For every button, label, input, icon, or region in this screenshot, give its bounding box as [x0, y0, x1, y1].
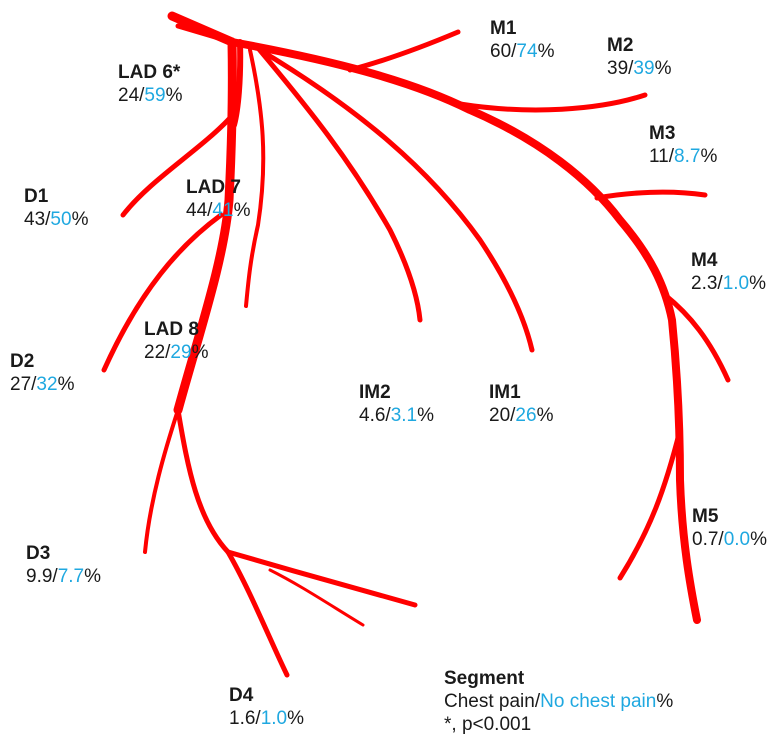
legend-chest-pain: Chest pain: [444, 691, 535, 712]
no-chest-pain-value: 50: [50, 209, 72, 230]
segment-name: M2: [607, 35, 634, 56]
vessel-im2: [255, 45, 423, 323]
percent-unit: %: [165, 85, 183, 106]
no-chest-pain-value: 39: [633, 58, 655, 79]
chest-pain-value: 43: [24, 209, 46, 230]
chest-pain-value: 24: [118, 85, 140, 106]
percent-unit: %: [654, 58, 672, 79]
legend-no-chest-pain: No chest pain: [540, 691, 657, 712]
vessel-origin-strand: [175, 23, 235, 45]
segment-label-m1: M1 60/74%: [490, 18, 555, 62]
chest-pain-value: 44: [186, 200, 208, 221]
segment-label-lad6: LAD 6* 24/59%: [118, 62, 183, 106]
chest-pain-value: 1.6: [229, 708, 256, 729]
vessel-lad7-branch: [244, 48, 266, 308]
segment-label-d2: D2 27/32%: [10, 351, 75, 395]
legend-unit: %: [656, 691, 674, 712]
segment-label-m4: M4 2.3/1.0%: [691, 250, 767, 294]
segment-label-m2: M2 39/39%: [607, 35, 672, 79]
vessel-circumflex: [228, 38, 701, 624]
chest-pain-value: 39: [607, 58, 629, 79]
vessel-m4: [662, 292, 731, 383]
no-chest-pain-value: 29: [170, 342, 192, 363]
percent-unit: %: [700, 146, 718, 167]
segment-label-lad7: LAD 7 44/41%: [186, 177, 251, 221]
vessel-lad-lower: [175, 407, 290, 678]
chest-pain-value: 20: [489, 405, 511, 426]
percent-unit: %: [749, 273, 767, 294]
no-chest-pain-value: 26: [515, 405, 537, 426]
segment-label-d3: D3 9.9/7.7%: [26, 543, 102, 587]
vessel-d4-branch: [268, 568, 365, 627]
segment-label-d4: D4 1.6/1.0%: [229, 685, 305, 729]
no-chest-pain-value: 3.1: [390, 405, 418, 426]
segment-name: M4: [691, 250, 718, 271]
percent-unit: %: [233, 200, 251, 221]
segment-name: D4: [229, 685, 254, 706]
segment-label-m5: M5 0.7/0.0%: [692, 506, 768, 550]
legend-title: Segment: [444, 668, 525, 689]
percent-unit: %: [537, 41, 555, 62]
segment-label-im1: IM1 20/26%: [489, 382, 554, 426]
no-chest-pain-value: 1.0: [260, 708, 288, 729]
segment-name: M1: [490, 18, 517, 39]
no-chest-pain-value: 0.0: [723, 529, 751, 550]
vessel-m5: [617, 427, 683, 581]
percent-unit: %: [71, 209, 89, 230]
segment-name: IM1: [489, 382, 521, 403]
percent-unit: %: [287, 708, 305, 729]
vessel-d2: [101, 212, 224, 373]
legend: Segment Chest pain/No chest pain% *, p<0…: [444, 668, 674, 735]
chest-pain-value: 11: [649, 146, 669, 167]
vessel-m1: [347, 29, 461, 73]
no-chest-pain-value: 32: [36, 374, 58, 395]
vessel-lad-upper-strand: [231, 39, 244, 128]
chest-pain-value: 4.6: [359, 405, 386, 426]
no-chest-pain-value: 1.0: [722, 273, 750, 294]
vessel-lad-trunk: [173, 37, 237, 415]
vessel-d4: [225, 549, 418, 608]
segment-label-d1: D1 43/50%: [24, 186, 89, 230]
no-chest-pain-value: 7.7: [57, 566, 85, 587]
segment-name: D3: [26, 543, 51, 564]
percent-unit: %: [536, 405, 554, 426]
no-chest-pain-value: 8.7: [674, 146, 701, 167]
segment-name: M3: [649, 123, 676, 144]
segment-name: M5: [692, 506, 719, 527]
vessel-d1: [120, 115, 233, 218]
vessel-d3: [143, 408, 180, 554]
percent-unit: %: [750, 529, 768, 550]
segment-name: LAD 8: [144, 319, 199, 340]
percent-unit: %: [191, 342, 209, 363]
chest-pain-value: 22: [144, 342, 166, 363]
legend-significance-note: *, p<0.001: [444, 714, 532, 735]
segment-label-lad8: LAD 8 22/29%: [144, 319, 209, 363]
percent-unit: %: [57, 374, 75, 395]
vessel-m3: [594, 189, 708, 201]
percent-unit: %: [417, 405, 435, 426]
no-chest-pain-value: 59: [144, 85, 166, 106]
no-chest-pain-value: 74: [516, 41, 538, 62]
chest-pain-value: 27: [10, 374, 32, 395]
vessel-m2: [457, 92, 648, 113]
segment-name: D2: [10, 351, 35, 372]
chest-pain-value: 60: [490, 41, 512, 62]
segment-name: LAD 6*: [118, 62, 181, 83]
segment-name: IM2: [359, 382, 391, 403]
segment-label-im2: IM2 4.6/3.1%: [359, 382, 435, 426]
no-chest-pain-value: 41: [212, 200, 234, 221]
vessel-im1: [257, 47, 535, 353]
percent-unit: %: [84, 566, 102, 587]
segment-name: LAD 7: [186, 177, 241, 198]
chest-pain-value: 9.9: [26, 566, 53, 587]
chest-pain-value: 0.7: [692, 529, 719, 550]
segment-name: D1: [24, 186, 49, 207]
segment-label-m3: M3 11/8.7%: [649, 123, 718, 167]
chest-pain-value: 2.3: [691, 273, 718, 294]
